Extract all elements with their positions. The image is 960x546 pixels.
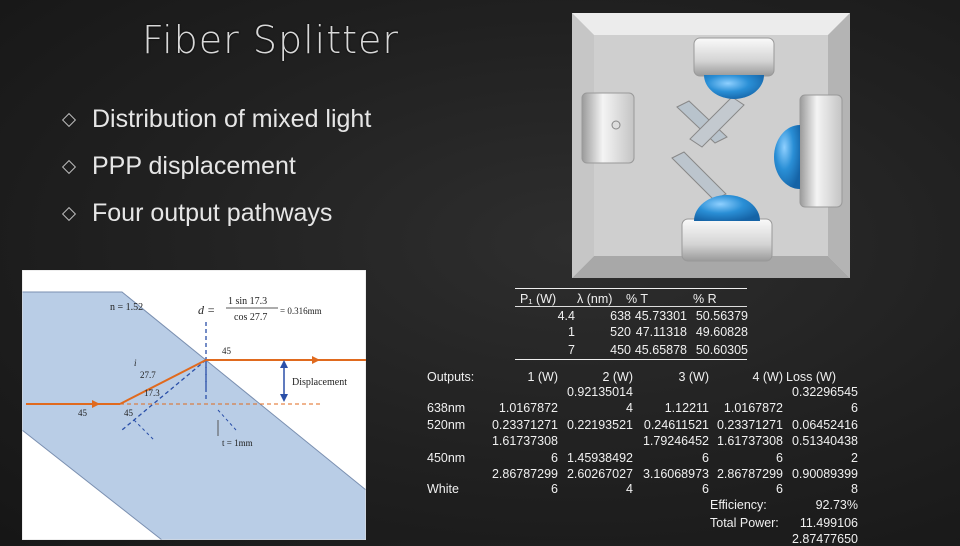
table-cell: 49.60828: [695, 325, 748, 339]
table-cell: 0.06452416: [791, 418, 858, 432]
table-cell: 1.45938492: [566, 451, 633, 465]
efficiency-value: 92.73%: [815, 498, 858, 512]
table-cell: 0.24611521: [643, 418, 709, 432]
table-cell: 2.86787299: [491, 467, 558, 481]
table-cell: 0.23371271: [716, 418, 783, 432]
row-label: 638nm: [427, 401, 466, 415]
table-cell: 0.92135014: [566, 385, 633, 399]
table-header: % T: [626, 292, 648, 306]
formula-result: = 0.316mm: [280, 306, 322, 316]
diamond-bullet-icon: [61, 206, 77, 221]
bullet-item: PPP displacement: [61, 143, 371, 190]
angle-label: 45: [78, 408, 88, 418]
table-header: Loss (W): [786, 370, 836, 384]
table-top-rule: [515, 288, 747, 289]
table-cell: 0.23371271: [491, 418, 558, 432]
table-cell: 638: [610, 309, 631, 323]
diamond-bullet-icon: [61, 159, 77, 174]
table-cell: 450: [610, 343, 631, 357]
table-bottom-rule: [515, 359, 747, 360]
table-cell: 45.73301: [634, 309, 687, 323]
table-cell: 6: [776, 482, 783, 496]
table-cell: 3.16068973: [642, 467, 709, 481]
row-label: White: [427, 482, 459, 496]
table-header: λ (nm): [577, 292, 613, 306]
table-cell: 4: [626, 482, 633, 496]
table-cell: 1.12211: [664, 401, 709, 415]
table-cell: 0.32296545: [791, 385, 858, 399]
index-label: n = 1.52: [110, 302, 143, 313]
table-header: 3 (W): [678, 370, 709, 384]
total-power-label: Total Power:: [710, 516, 779, 530]
row-label: 450nm: [427, 451, 466, 465]
table-cell: 50.60305: [695, 343, 748, 357]
table-header: P₁ (W): [520, 292, 557, 306]
bullet-text: PPP displacement: [92, 152, 296, 180]
table-header: 2 (W): [602, 370, 633, 384]
table-cell: 6: [551, 482, 558, 496]
table-cell: 1: [568, 325, 575, 339]
table-cell: 45.65878: [634, 343, 687, 357]
prism-shape: [22, 291, 366, 540]
angle-label: 45: [124, 408, 134, 418]
table-cell: 1.61737308: [716, 434, 783, 448]
overflow-value: 2.87477650: [791, 532, 858, 546]
table-cell: 2: [851, 451, 858, 465]
table-cell: 6: [702, 451, 709, 465]
bullet-text: Distribution of mixed light: [92, 105, 372, 133]
splitter-render-image: [572, 13, 850, 278]
table-header: % R: [693, 292, 717, 306]
table-cell: 4: [626, 401, 633, 415]
table-cell: 0.22193521: [566, 418, 633, 432]
table-cell: 6: [551, 451, 558, 465]
table-header: 4 (W): [752, 370, 783, 384]
table-cell: 2.86787299: [716, 467, 783, 481]
table-cell: 6: [776, 451, 783, 465]
efficiency-label: Efficiency:: [710, 498, 767, 512]
bullet-text: Four output pathways: [92, 199, 333, 227]
table-cell: 0.51340438: [791, 434, 858, 448]
table-header: 1 (W): [527, 370, 558, 384]
table-cell: 1.0167872: [498, 401, 558, 415]
table-cell: 1.0167872: [723, 401, 783, 415]
displacement-diagram: n = 1.52 d = 1 sin 17.3 cos 27.7 = 0.316…: [22, 270, 366, 540]
table-cell: 50.56379: [695, 309, 748, 323]
thickness-label: t = 1mm: [222, 438, 253, 448]
angle-label: 45: [222, 346, 232, 356]
bullet-list: Distribution of mixed light PPP displace…: [61, 96, 372, 237]
table-cell: 6: [851, 401, 858, 415]
row-label: 520nm: [427, 418, 466, 432]
displacement-label: Displacement: [292, 377, 347, 388]
table-header-rule: [515, 306, 747, 307]
total-power-value: 11.499106: [799, 516, 858, 530]
table-cell: 8: [851, 482, 858, 496]
table-cell: 4.4: [557, 309, 575, 323]
diamond-bullet-icon: [61, 112, 77, 127]
table-cell: 1.61737308: [491, 434, 558, 448]
formula-numerator: 1 sin 17.3: [228, 296, 267, 307]
angle-label: 17.3: [144, 388, 160, 398]
outputs-label: Outputs:: [427, 370, 475, 384]
angle-label: i: [134, 358, 137, 368]
table-cell: 520: [610, 325, 631, 339]
table-cell: 7: [568, 343, 575, 357]
table-cell: 47.11318: [635, 325, 687, 339]
bullet-item: Four output pathways: [61, 190, 371, 237]
table-cell: 6: [702, 482, 709, 496]
angle-label: 27.7: [140, 370, 156, 380]
formula-lhs: d =: [198, 303, 215, 317]
bullet-item: Distribution of mixed light: [61, 96, 372, 143]
table-cell: 1.79246452: [642, 434, 709, 448]
slide-title: Fiber Splitter: [142, 18, 400, 62]
table-cell: 0.90089399: [791, 467, 858, 481]
table-cell: 2.60267027: [566, 467, 633, 481]
formula-denominator: cos 27.7: [234, 312, 267, 323]
